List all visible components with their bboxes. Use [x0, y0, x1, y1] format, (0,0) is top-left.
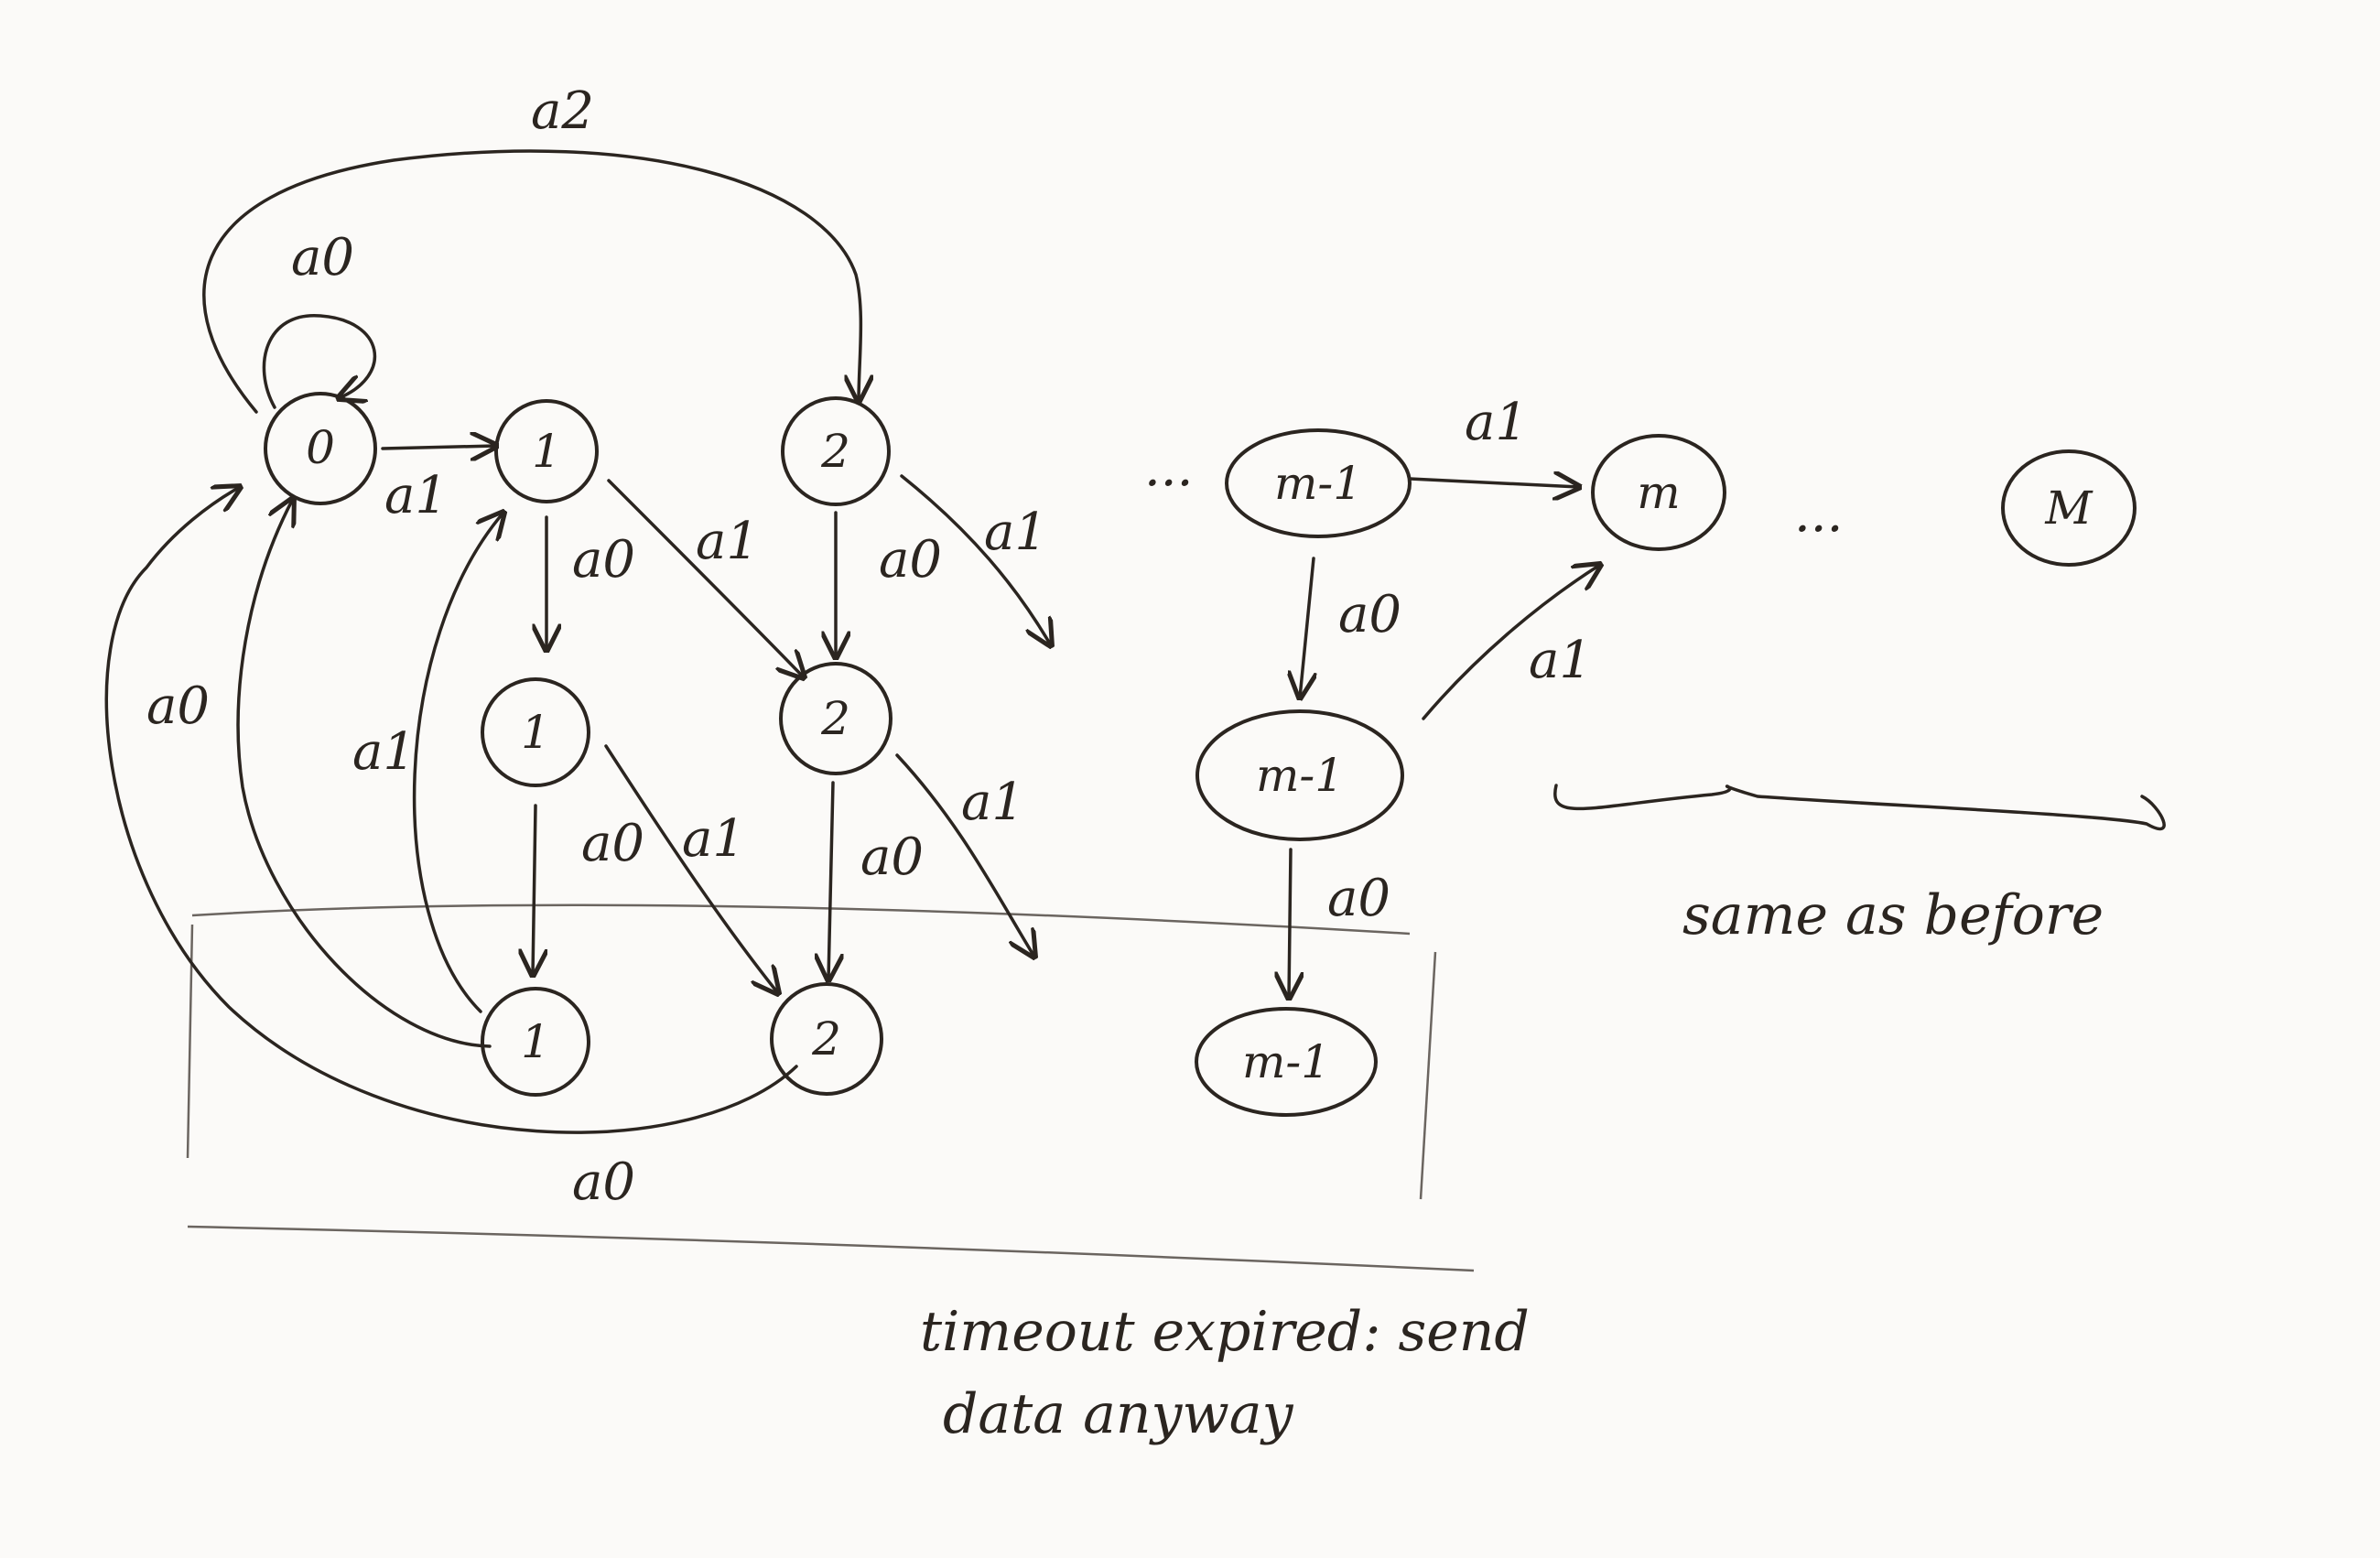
state-label: 0 — [306, 421, 335, 474]
label-a1-m1-m: a1 — [1465, 393, 1528, 452]
timeout-region-top-line — [191, 903, 1411, 936]
state-node-m1-mid: m-1 — [1195, 709, 1404, 841]
edge-a0-2mid-down — [828, 781, 833, 979]
edge-a0-1mid-down — [533, 804, 536, 975]
state-node-2-mid: 2 — [779, 662, 892, 775]
edge-a0-m1-down — [1300, 557, 1314, 698]
label-a1-2-out: a1 — [984, 503, 1047, 562]
edge-a1-m1mid-to-m — [1422, 565, 1600, 720]
state-label: M — [2044, 481, 2093, 535]
brace-same-as-before — [1553, 784, 2166, 831]
edge-a1-1mid-to-2bot — [604, 744, 778, 993]
label-a1-back: a1 — [352, 722, 416, 782]
label-a0-1: a0 — [572, 530, 635, 590]
state-node-1-bot: 1 — [481, 987, 590, 1097]
state-label: 2 — [820, 692, 850, 745]
edge-a1-m1-to-m — [1408, 479, 1579, 487]
annotation-timeout-line1: timeout expired: send — [920, 1300, 1530, 1364]
state-node-m1-bot: m-1 — [1195, 1007, 1378, 1117]
label-a1-1-2: a1 — [696, 512, 759, 571]
edge-a0-1bot-to-0 — [236, 499, 492, 1048]
state-label: m-1 — [1242, 1035, 1330, 1088]
edge-a1-1bot-to-1 — [412, 513, 503, 1013]
state-label: m-1 — [1256, 749, 1344, 802]
edge-a1-0-to-1 — [381, 446, 496, 449]
annotation-timeout-line2: data anyway — [943, 1382, 1294, 1446]
annotation-same-as-before: same as before — [1682, 883, 2104, 947]
state-label: 2 — [811, 1012, 841, 1066]
edge-a2-0-to-2 — [202, 149, 861, 414]
label-a0-2b: a0 — [860, 828, 924, 887]
state-label: 2 — [820, 425, 850, 478]
timeout-region-right-line — [1419, 951, 1437, 1200]
label-a1-0-1: a1 — [384, 466, 448, 525]
state-node-m: m — [1591, 434, 1726, 551]
label-a0-self: a0 — [291, 228, 354, 287]
edge-a1-2mid-out — [895, 753, 1034, 957]
state-node-2-bot: 2 — [770, 982, 883, 1096]
state-node-1-mid: 1 — [481, 677, 590, 787]
ellipsis-left: ... — [1144, 438, 1193, 498]
label-a1-1b-2b: a1 — [682, 809, 745, 869]
state-node-2-top: 2 — [781, 396, 891, 506]
label-a0-back-outer: a0 — [146, 676, 210, 736]
label-a0-2: a0 — [879, 530, 942, 590]
edge-a0-self-loop — [262, 314, 377, 409]
ellipsis-right: ... — [1794, 484, 1843, 544]
state-node-M: M — [2001, 449, 2137, 567]
state-label: 1 — [521, 706, 550, 759]
state-label: m — [1637, 466, 1680, 519]
timeout-region-bottom-line — [187, 1225, 1475, 1272]
state-label: m-1 — [1274, 457, 1362, 510]
edge-a1-2-out — [900, 474, 1051, 645]
label-a0-m1b: a0 — [1327, 869, 1390, 928]
edge-a1-1-to-2mid — [607, 479, 804, 677]
label-a0-m1: a0 — [1338, 585, 1401, 644]
edge-a0-m1mid-down — [1289, 848, 1291, 998]
state-node-m1-top: m-1 — [1225, 428, 1412, 538]
label-a2-top: a2 — [531, 81, 594, 141]
label-a1-m1b-m: a1 — [1529, 631, 1592, 690]
label-a1-2b-out: a1 — [961, 773, 1024, 832]
label-a0-1b: a0 — [581, 814, 644, 873]
state-label: 1 — [521, 1015, 550, 1068]
edge-a0-2bot-to-0-outer — [104, 487, 798, 1134]
state-label: 1 — [532, 425, 561, 478]
state-node-1-top: 1 — [494, 399, 599, 503]
state-node-0: 0 — [264, 392, 377, 505]
label-a0-bottom: a0 — [572, 1152, 635, 1212]
